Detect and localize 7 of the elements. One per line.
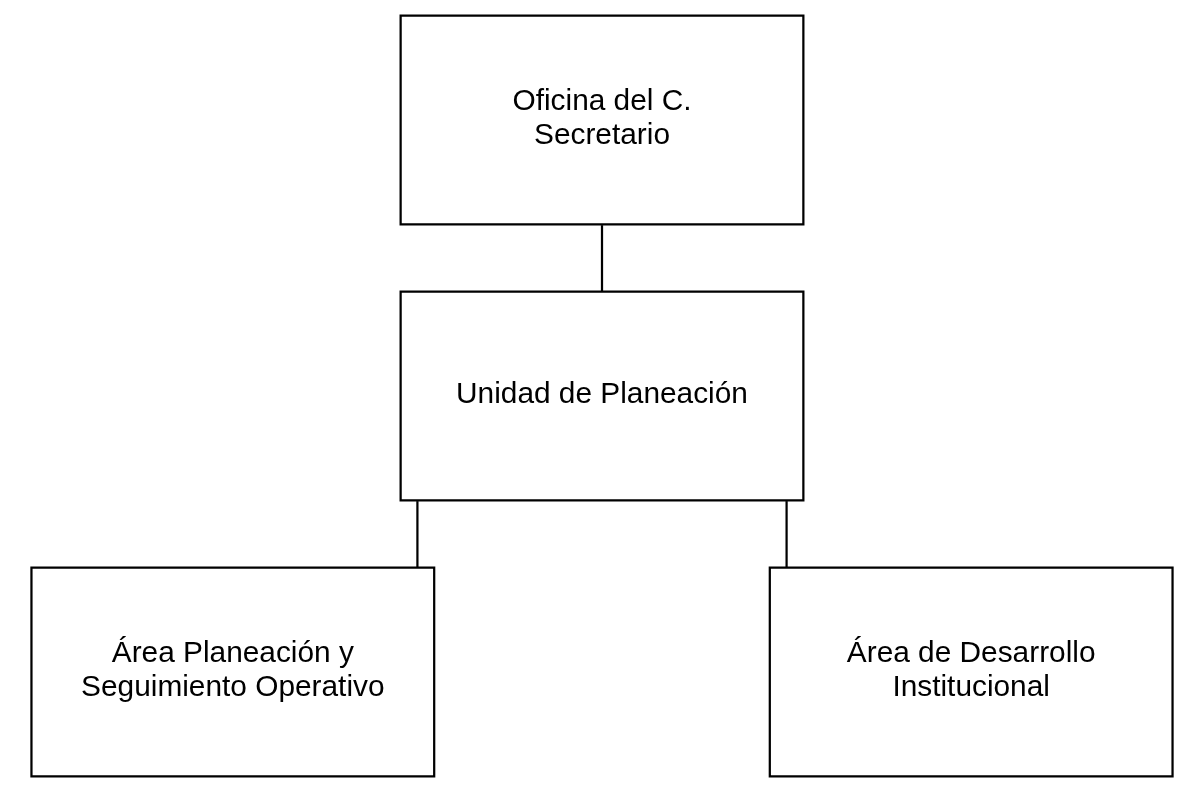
connector: [416, 501, 419, 568]
node-box: Unidad de Planeación: [399, 290, 805, 502]
node-box: Área Planeación y Seguimiento Operativo: [30, 566, 436, 778]
connector: [600, 225, 604, 292]
node-box: Oficina del C. Secretario: [399, 14, 805, 226]
connector: [785, 501, 788, 568]
node-box: Área de Desarrollo Institucional: [768, 566, 1174, 778]
